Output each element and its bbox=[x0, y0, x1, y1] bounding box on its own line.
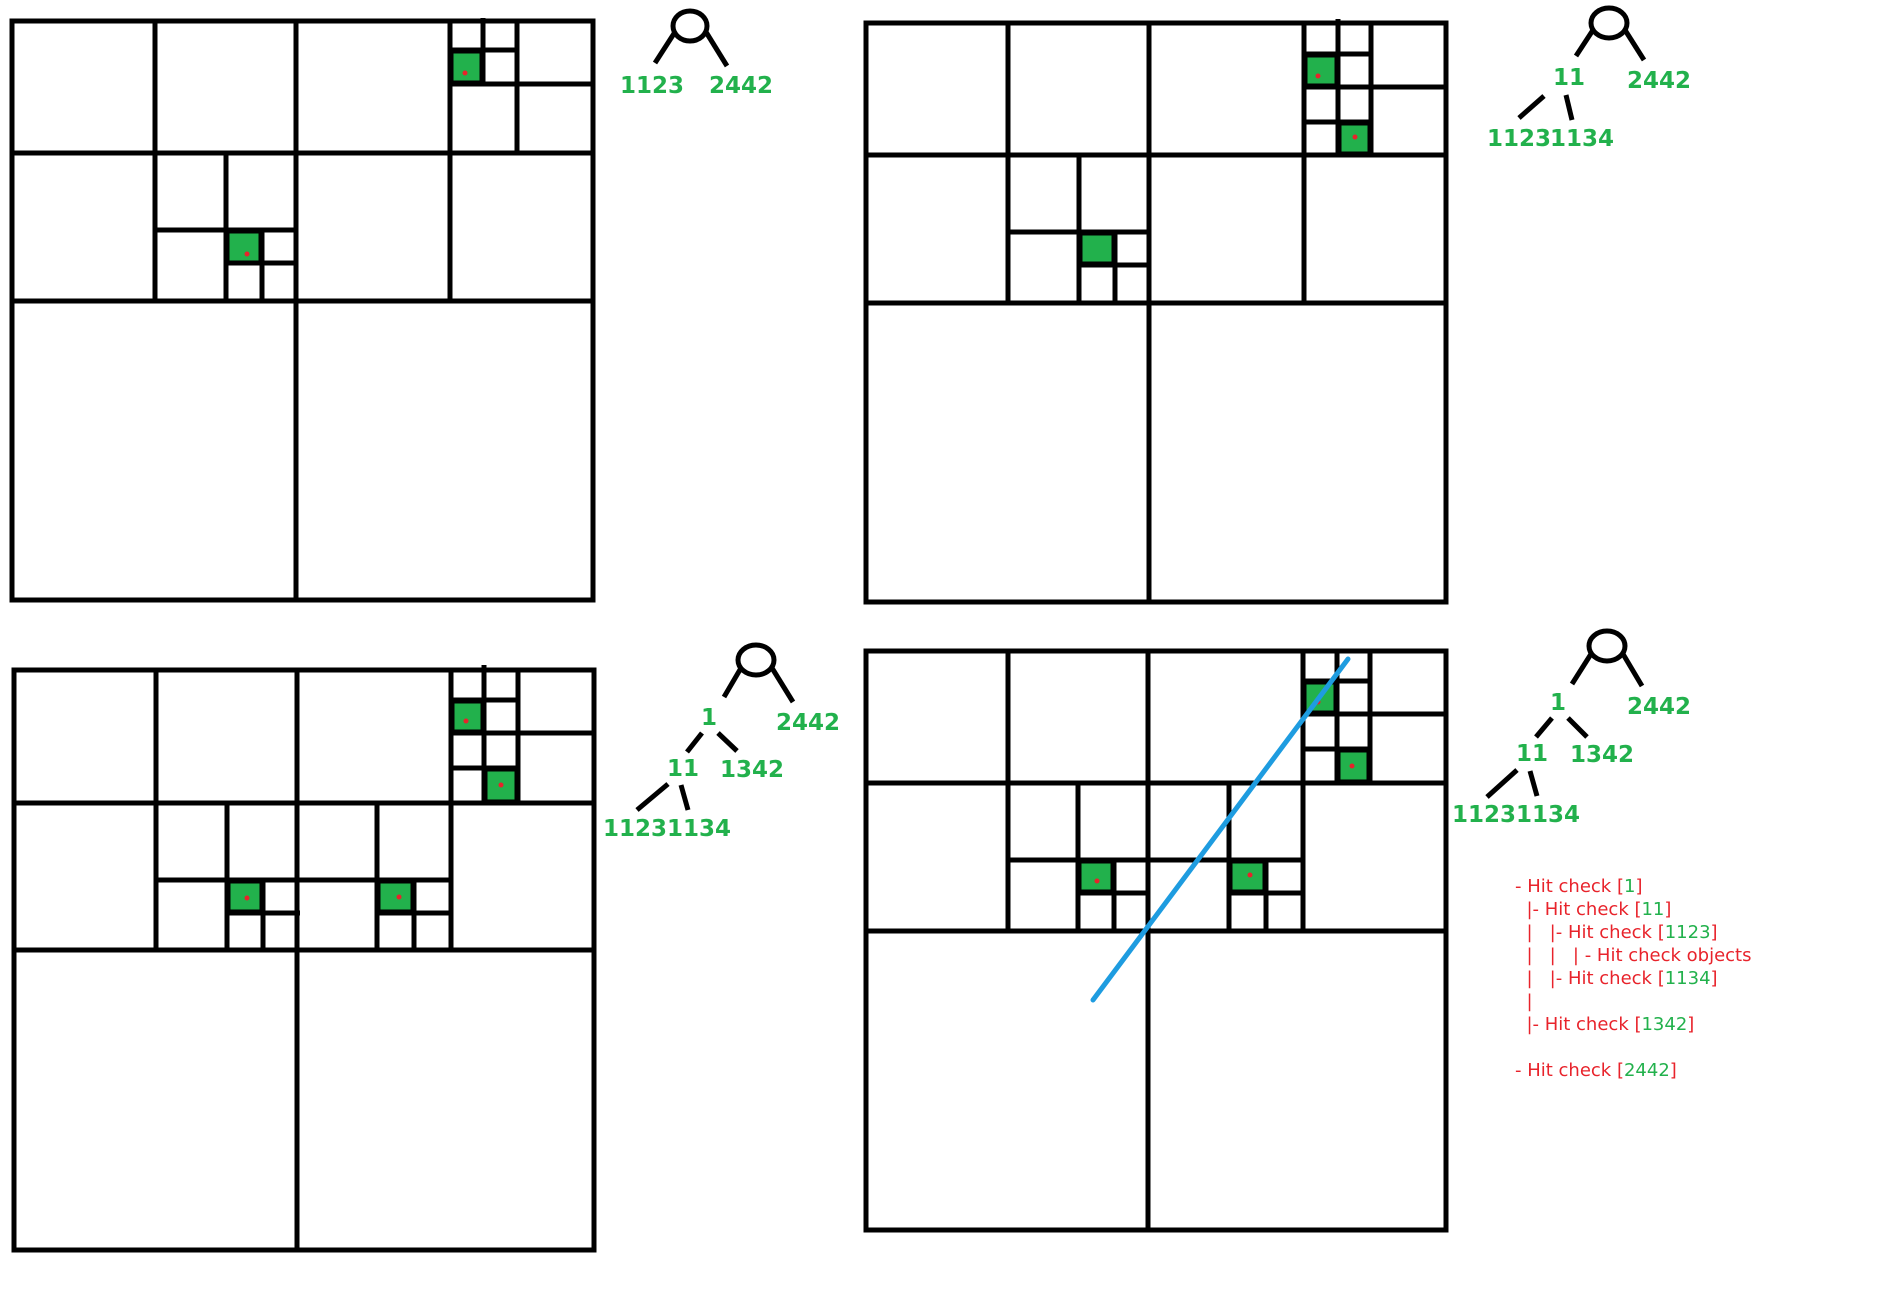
tree-root-node bbox=[670, 8, 710, 44]
panel-1-quadtree bbox=[9, 18, 596, 603]
tree-root-node bbox=[1586, 628, 1628, 664]
log-line: | |- Hit check [1134] bbox=[1515, 968, 1718, 989]
tree-node-label: 1134 bbox=[1516, 802, 1580, 828]
tree-node-label: 1342 bbox=[1570, 742, 1634, 768]
panel-3-outer-square bbox=[11, 667, 597, 1253]
tree-node-label: 2442 bbox=[1627, 694, 1691, 720]
tree-edge bbox=[703, 30, 730, 68]
object-dot bbox=[244, 251, 250, 257]
panel-1-tree: 1123 2442 bbox=[620, 8, 773, 99]
tree-node-label: 2442 bbox=[776, 710, 840, 736]
tree-node-label: 1134 bbox=[667, 816, 731, 842]
object-dot bbox=[1315, 73, 1321, 79]
tree-node-label: 1123 bbox=[1452, 802, 1516, 828]
object-dot bbox=[396, 894, 402, 900]
log-line: |- Hit check [11] bbox=[1515, 899, 1671, 920]
tree-node-label: 2442 bbox=[1627, 68, 1691, 94]
tree-edge bbox=[678, 784, 691, 811]
tree-root-node bbox=[735, 642, 777, 678]
object-dot bbox=[462, 70, 468, 76]
tree-node-label: 1 bbox=[1550, 690, 1566, 716]
panel-3-quadtree bbox=[11, 665, 597, 1253]
log-line: | |- Hit check [1123] bbox=[1515, 922, 1718, 943]
object-dot bbox=[1247, 872, 1253, 878]
log-line: - Hit check [1] bbox=[1515, 876, 1642, 897]
object-dot bbox=[1094, 878, 1100, 884]
tree-node-label: 11 bbox=[1553, 65, 1585, 91]
tree-edge bbox=[1569, 652, 1594, 686]
tree-edge bbox=[769, 666, 796, 704]
tree-node-label: 11 bbox=[667, 756, 699, 782]
object-dot bbox=[463, 718, 469, 724]
panel-2-quadtree bbox=[863, 19, 1449, 605]
tree-edge bbox=[652, 30, 678, 65]
occupied-cell bbox=[1229, 860, 1266, 893]
panel-4-occupied-cells bbox=[1078, 681, 1370, 893]
tree-node-label: 1 bbox=[701, 705, 717, 731]
occupied-cell bbox=[1079, 232, 1115, 265]
object-dot bbox=[244, 895, 250, 901]
tree-edge bbox=[1566, 716, 1589, 739]
panel-4-quadtree bbox=[863, 648, 1449, 1233]
panel-2-outer-square bbox=[863, 20, 1449, 605]
tree-edge bbox=[716, 731, 739, 753]
tree-edge bbox=[1534, 716, 1554, 739]
hit-check-log: - Hit check [1] |- Hit check [11] | |- H… bbox=[1515, 876, 1752, 1081]
tree-node-label: 1123 bbox=[1487, 126, 1551, 152]
occupied-cell bbox=[377, 880, 414, 913]
tree-root-node bbox=[1588, 5, 1630, 41]
tree-node-label: 1342 bbox=[720, 757, 784, 783]
tree-edge bbox=[1573, 28, 1596, 58]
log-line: - Hit check [2442] bbox=[1515, 1060, 1677, 1081]
tree-edge bbox=[1622, 28, 1647, 62]
panel-4-tree: 1 2442 11 1342 1123 1134 bbox=[1452, 628, 1691, 828]
occupied-cell bbox=[1337, 749, 1370, 783]
tree-node-label: 1123 bbox=[603, 816, 667, 842]
tree-node-label: 2442 bbox=[709, 73, 773, 99]
panel-4-outer-square bbox=[863, 648, 1449, 1233]
ray-line bbox=[1090, 656, 1351, 1003]
panel-1-occupied-cells bbox=[226, 50, 483, 264]
panel-3-tree: 1 2442 11 1342 1123 1134 bbox=[603, 642, 840, 842]
log-line: |- Hit check [1342] bbox=[1515, 1014, 1694, 1035]
tree-edge bbox=[635, 782, 670, 812]
panel-3-occupied-cells bbox=[227, 700, 518, 913]
occupied-cell bbox=[1304, 54, 1338, 87]
panel-2-occupied-cells bbox=[1079, 54, 1371, 265]
object-dot bbox=[1352, 134, 1358, 140]
tree-edge bbox=[721, 666, 744, 699]
panel-2-tree: 11 2442 1123 1134 bbox=[1487, 5, 1691, 152]
occupied-cell bbox=[450, 50, 483, 84]
occupied-cell bbox=[451, 700, 484, 733]
tree-edge bbox=[1527, 770, 1540, 797]
log-line: | | | - Hit check objects bbox=[1515, 945, 1752, 966]
occupied-cell bbox=[1078, 860, 1114, 893]
occupied-cell bbox=[226, 230, 262, 264]
tree-edge bbox=[1620, 652, 1645, 688]
tree-node-label: 1134 bbox=[1550, 126, 1614, 152]
object-dot bbox=[1349, 763, 1355, 769]
tree-edge bbox=[1485, 768, 1519, 799]
tree-node-label: 1123 bbox=[620, 73, 684, 99]
object-dot bbox=[498, 782, 504, 788]
panel-1-outer-square bbox=[9, 18, 596, 603]
tree-edge bbox=[1563, 94, 1575, 121]
tree-edge bbox=[685, 731, 704, 754]
tree-node-label: 11 bbox=[1516, 741, 1548, 767]
log-line: | bbox=[1515, 991, 1533, 1012]
tree-edge bbox=[1517, 94, 1546, 120]
